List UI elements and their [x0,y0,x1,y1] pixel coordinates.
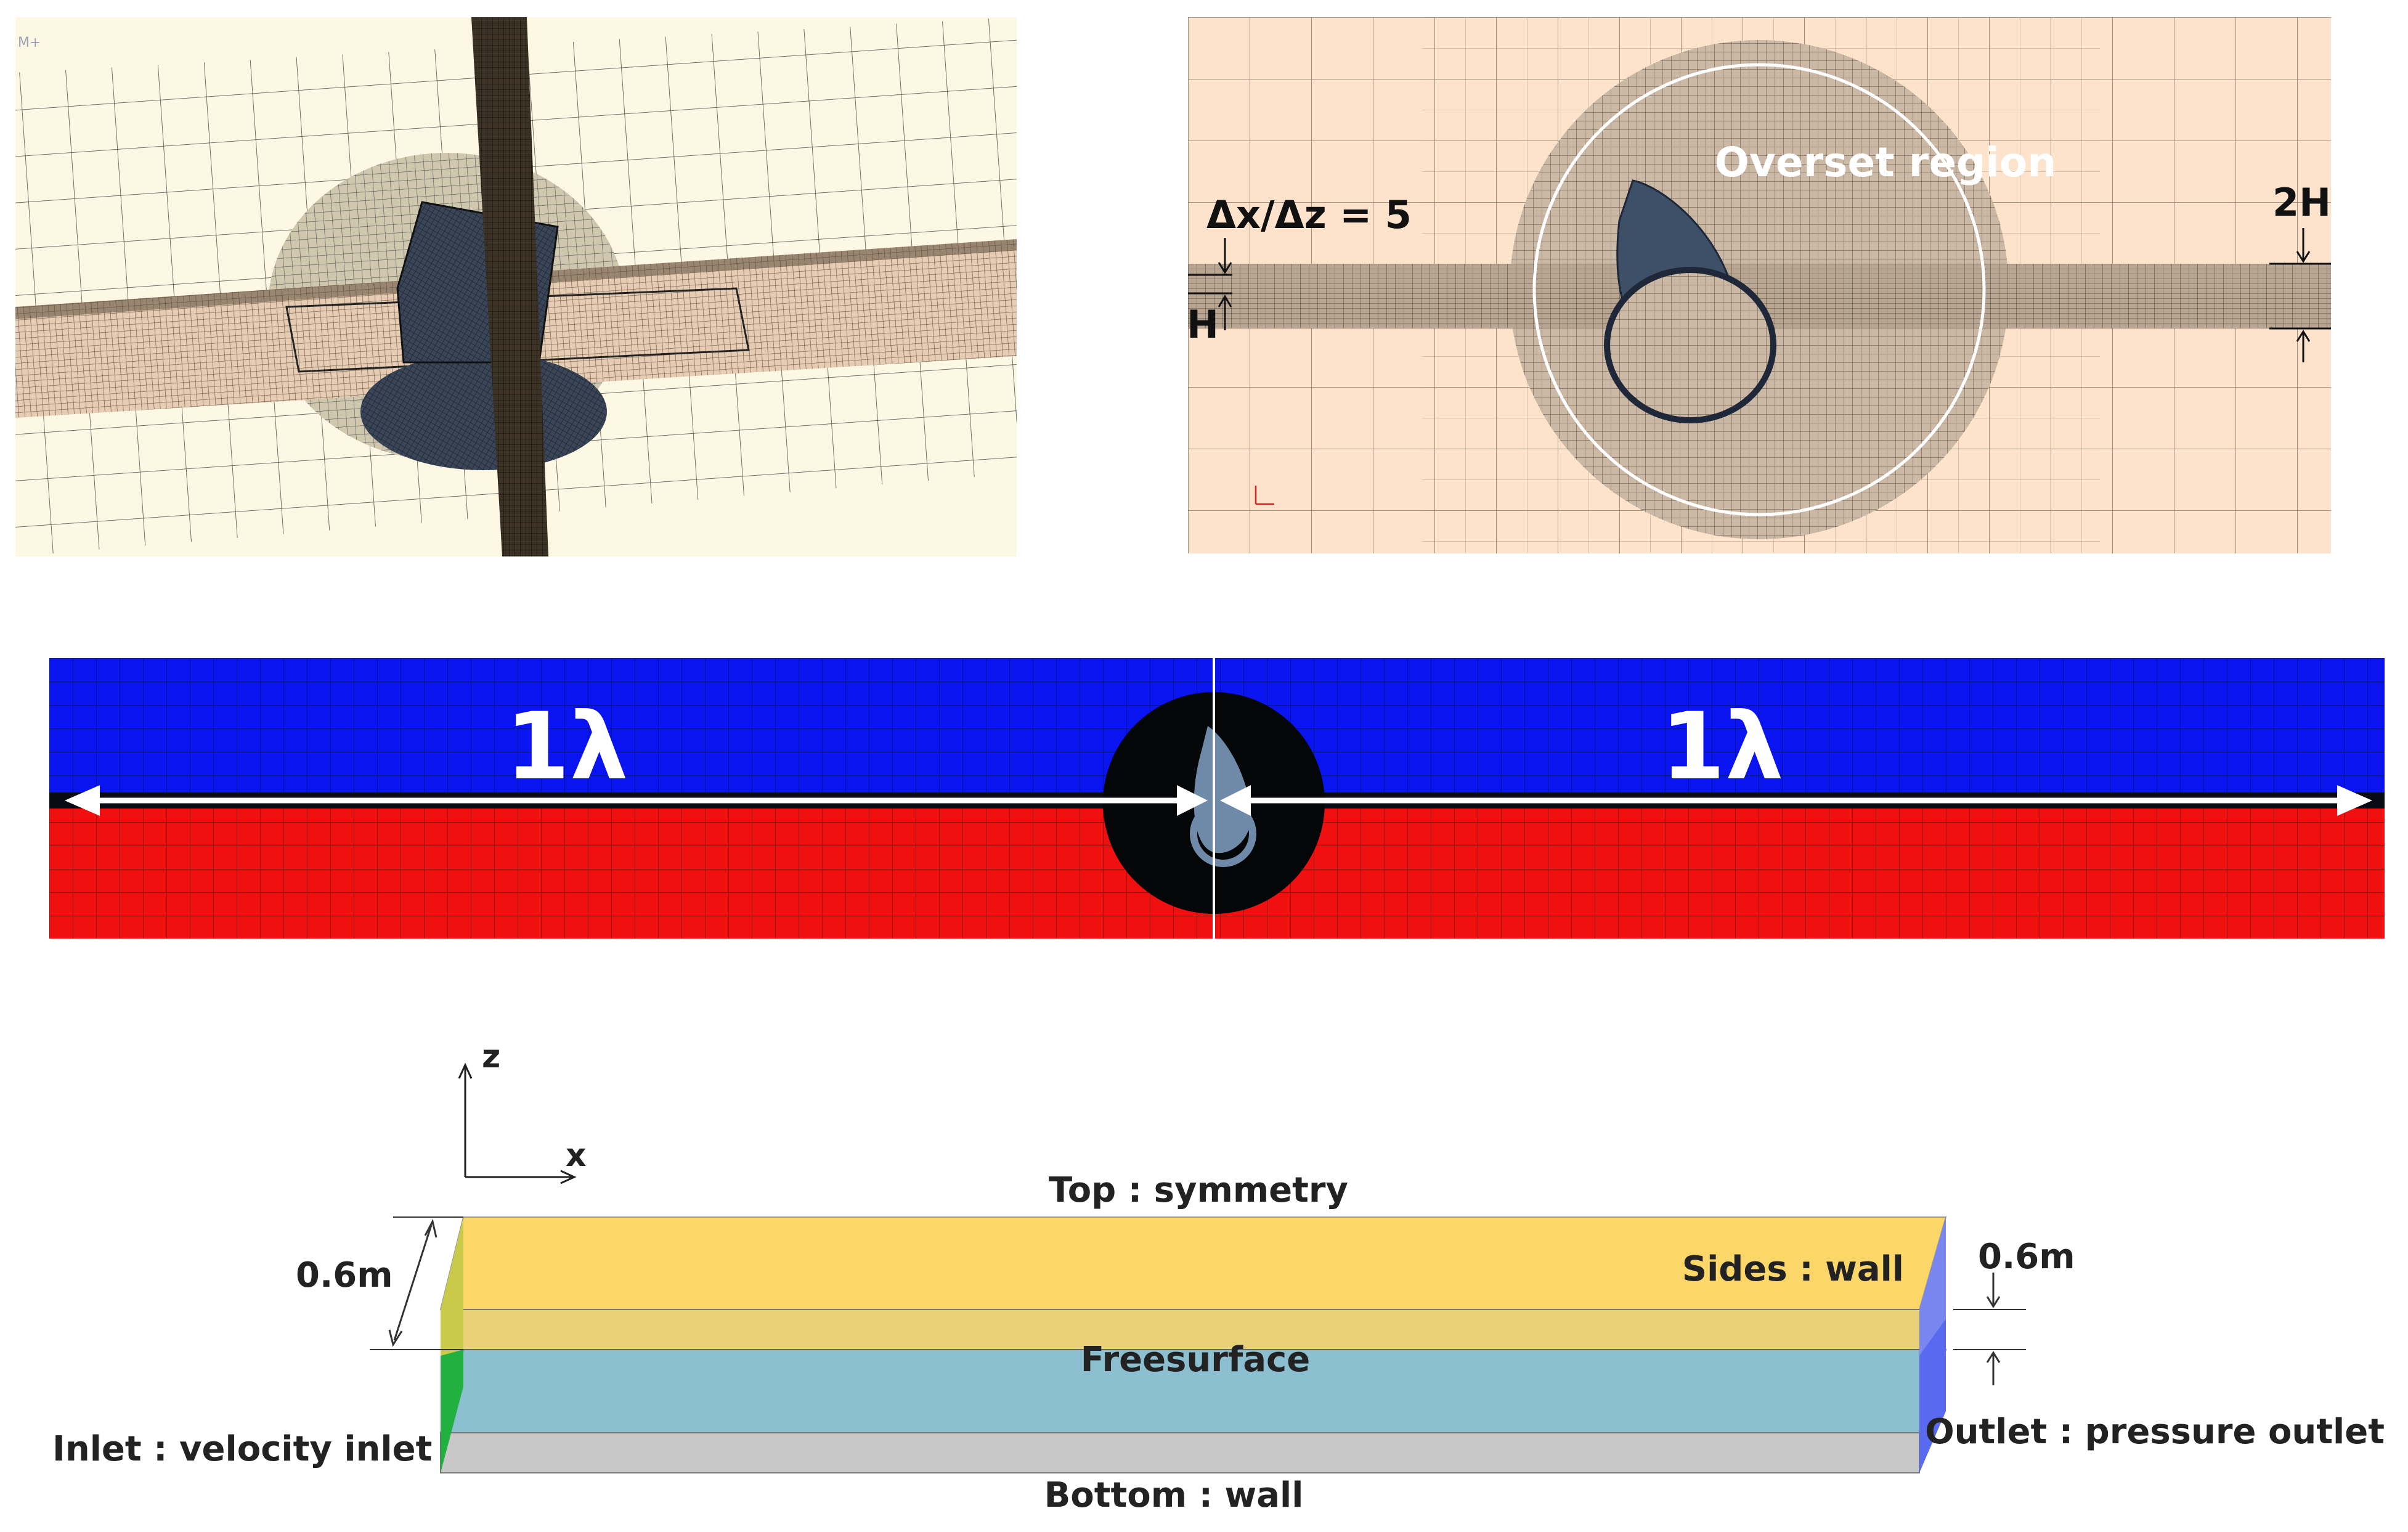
inlet-label: Inlet : velocity inlet [52,1429,432,1469]
computational-domain-diagram: z x 0.6m 0.6m Top : symmetry Si [0,1029,2408,1530]
bottom-face [440,1432,1920,1473]
top-label: Top : symmetry [1049,1170,1348,1210]
wavelength-left-label: 1λ [505,693,628,801]
wave-domain-view: 1λ 1λ [49,658,2385,939]
ratio-label: Δx/Δz = 5 [1206,192,1412,237]
two-h-label: 2H [2272,180,2331,225]
bottom-label: Bottom : wall [1044,1475,1304,1515]
freesurface-label: Freesurface [1081,1340,1310,1380]
outlet-label: Outlet : pressure outlet [1925,1412,2385,1452]
inlet-face [441,1350,463,1473]
corner-label: M+ [18,35,41,51]
height-right-label: 0.6m [1978,1237,2075,1277]
overset-mesh-view: Overset region Δx/Δz = 5 H 2H [1187,17,2331,553]
axis-z-label: z [482,1038,500,1075]
wavelength-right-label: 1λ [1661,693,1783,801]
h-label: H [1188,302,1219,347]
axis-x-label: x [566,1137,587,1174]
sides-label: Sides : wall [1682,1249,1904,1289]
mesh-3d-view: M+ [15,17,1017,556]
height-left-label: 0.6m [296,1255,393,1295]
overset-region-label: Overset region [1715,139,2057,186]
outlet-face [1919,1319,1946,1473]
